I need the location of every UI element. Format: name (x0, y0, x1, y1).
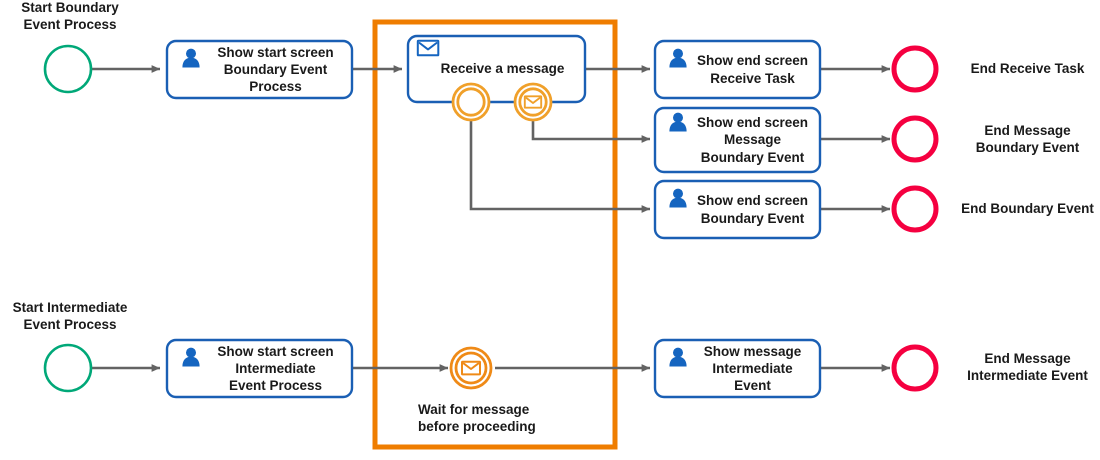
task-show-end-screen-receive[interactable] (653, 39, 822, 100)
user-icon (669, 48, 687, 68)
boundary-event-plain[interactable] (451, 82, 491, 122)
task-show-start-screen-boundary[interactable] (165, 39, 354, 100)
task-label-show-end-screen-message-boundary: Show end screen Message Boundary Event (696, 115, 809, 165)
flow-message-boundary-to-task (531, 112, 651, 143)
boundary-event-message[interactable] (513, 82, 553, 122)
task-label-show-end-screen-boundary: Show end screen Boundary Event (696, 193, 809, 226)
end-event-message-intermediate[interactable] (891, 344, 939, 392)
task-label-show-start-screen-intermediate: Show start screen Intermediate Event Pro… (217, 343, 334, 394)
user-icon (669, 188, 687, 208)
task-label-show-end-screen-receive: Show end screen Receive Task (696, 53, 809, 86)
task-label-receive-a-message: Receive a message (440, 61, 565, 77)
start-event-boundary-process[interactable] (43, 44, 93, 94)
message-wait-group-frame (372, 19, 618, 450)
envelope-icon (523, 95, 543, 109)
task-show-end-screen-message-boundary[interactable] (653, 106, 822, 174)
task-label-show-start-screen-boundary: Show start screen Boundary Event Process (217, 44, 334, 95)
start-event-intermediate-process[interactable] (43, 343, 93, 393)
end-event-receive-task[interactable] (891, 45, 939, 93)
task-show-message-intermediate[interactable] (653, 338, 822, 399)
user-icon (669, 347, 687, 367)
flow-plain-boundary-to-task (469, 112, 651, 213)
intermediate-message-catch-event[interactable] (449, 346, 493, 390)
user-icon (669, 112, 687, 132)
task-label-show-message-intermediate: Show message Intermediate Event (703, 343, 802, 394)
end-event-boundary[interactable] (891, 185, 939, 233)
task-show-end-screen-boundary[interactable] (653, 179, 822, 240)
end-event-message-boundary[interactable] (891, 115, 939, 163)
user-icon (182, 347, 200, 367)
user-icon (182, 48, 200, 68)
envelope-icon (461, 360, 481, 376)
envelope-icon (416, 39, 440, 57)
task-show-start-screen-intermediate[interactable] (165, 338, 354, 399)
